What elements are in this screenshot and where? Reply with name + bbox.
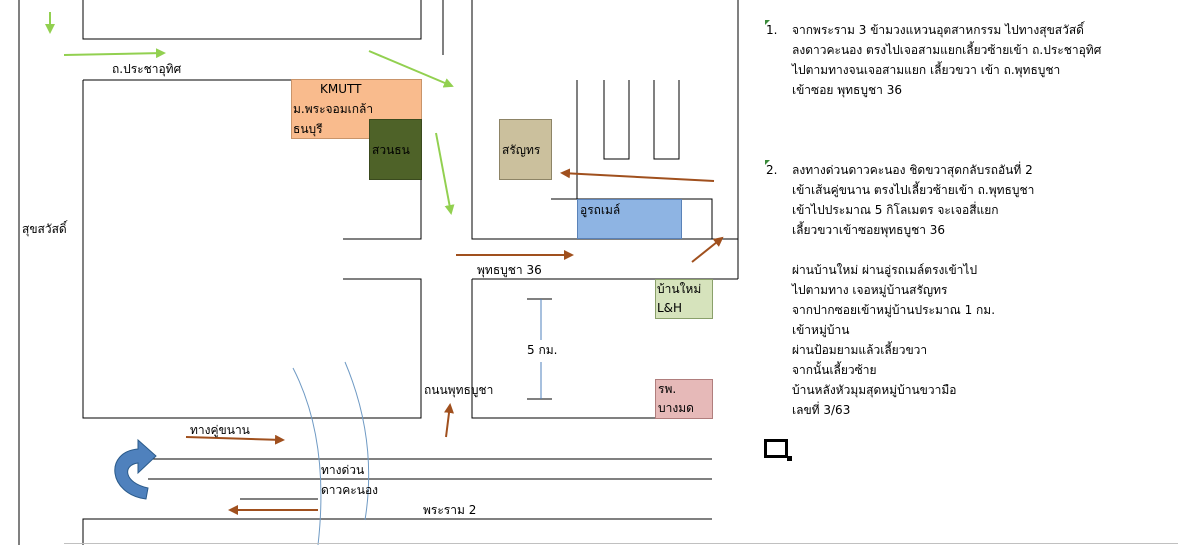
- expressway-curves: [292, 361, 370, 545]
- note-2-row-10: ผ่านป้อมยามแล้วเลี้ยวขวา: [792, 343, 928, 357]
- note-1-row-2: ลงดาวคะนอง ตรงไปเจอสามแยกเลี้ยวซ้ายเข้า …: [792, 43, 1102, 57]
- place-kmutt-line-3: ธนบุรี: [293, 122, 323, 136]
- note-2-row-11: จากนั้นเลี้ยวซ้าย: [792, 363, 877, 377]
- road-label-expressway-1: ทางด่วน: [321, 463, 365, 477]
- place-saranyathorn: สรัญทร: [499, 119, 552, 180]
- note-2-row-9: เข้าหมู่บ้าน: [792, 323, 850, 337]
- road-label-rama2: พระราม 2: [423, 503, 477, 517]
- note-2-row-1: 2. ลงทางด่วนดาวคะนอง ชิดขวาสุดกลับรถอันที…: [766, 160, 1034, 180]
- road-label-thanon-phutthabucha: ถนนพุทธบูชา: [424, 383, 494, 397]
- road-label-phutthabucha36: พุทธบูชา 36: [477, 263, 542, 277]
- place-saranyathorn-label: สรัญทร: [502, 143, 541, 157]
- note-2-row-2: เข้าเส้นคู่ขนาน ตรงไปเลี้ยวซ้ายเข้า ถ.พุ…: [792, 183, 1035, 197]
- note-2-row-4: เลี้ยวขวาเข้าซอยพุทธบูชา 36: [792, 223, 946, 237]
- route-2-arrows: [185, 168, 724, 515]
- square-corner-icon: [787, 456, 792, 461]
- place-urathmes-label: อูรถเมล์: [580, 203, 621, 217]
- note-1-row-4: เข้าซอย พุทธบูชา 36: [792, 83, 902, 97]
- directions-note-2: 2. ลงทางด่วนดาวคะนอง ชิดขวาสุดกลับรถอันที…: [766, 160, 1034, 420]
- note-2-row-8: จากปากซอยเข้าหมู่บ้านประมาณ 1 กม.: [792, 303, 996, 317]
- note-1-row-3: ไปตามทางจนเจอสามแยก เลี้ยวขวา เข้า ถ.พุท…: [792, 63, 1061, 77]
- place-suanthon: สวนธน: [369, 119, 422, 180]
- route-1-arrows: [45, 12, 455, 215]
- road-label-suksawat: สุขสวัสดิ์: [22, 222, 67, 236]
- place-urathmes: อูรถเมล์: [577, 199, 682, 239]
- place-kmutt-line-2: ม.พระจอมเกล้า: [293, 102, 374, 116]
- distance-label: 5 กม.: [527, 343, 558, 357]
- place-banmai-line-2: L&H: [657, 301, 683, 315]
- place-suanthon-label: สวนธน: [372, 143, 410, 157]
- note-1-number: 1.: [766, 23, 778, 37]
- square-marker-icon: [764, 439, 788, 458]
- note-2-number: 2.: [766, 163, 778, 177]
- place-kmutt-line-1: KMUTT: [320, 82, 362, 96]
- road-lines: [18, 0, 739, 545]
- road-label-thang-khu-khanan: ทางคู่ขนาน: [190, 423, 250, 437]
- note-1-marker-icon: [765, 20, 770, 25]
- place-hospital-line-2: บางมด: [658, 401, 694, 415]
- bottom-divider: [64, 543, 1178, 544]
- road-label-prachauthit: ถ.ประชาอุทิศ: [112, 62, 182, 76]
- note-2-row-12: บ้านหลังหัวมุมสุดหมู่บ้านขวามือ: [792, 383, 957, 397]
- note-2-row-6: ผ่านบ้านใหม่ ผ่านอู่รถเมล์ตรงเข้าไป: [792, 263, 978, 277]
- place-hospital-line-1: รพ.: [658, 382, 677, 396]
- note-2-row-3: เข้าไปประมาณ 5 กิโลเมตร จะเจอสี่แยก: [792, 203, 999, 217]
- note-2-row-7: ไปตามทาง เจอหมู่บ้านสรัญทร: [792, 283, 948, 297]
- place-hospital: รพ. บางมด: [655, 379, 713, 419]
- note-1-line: จากพระราม 3 ข้ามวงแหวนอุตสาหกรรม ไปทางสุ…: [792, 23, 1084, 37]
- note-1-row-1: 1. จากพระราม 3 ข้ามวงแหวนอุตสาหกรรม ไปทาง…: [766, 20, 1101, 40]
- road-label-expressway-2: ดาวคะนอง: [321, 483, 379, 497]
- directions-note-1: 1. จากพระราม 3 ข้ามวงแหวนอุตสาหกรรม ไปทาง…: [766, 20, 1101, 100]
- u-turn-arrow-icon: [114, 438, 157, 500]
- distance-marker: [527, 298, 552, 400]
- note-2-row-5: [766, 240, 1034, 260]
- place-banmai: บ้านใหม่ L&H: [655, 279, 713, 319]
- note-2-line: ลงทางด่วนดาวคะนอง ชิดขวาสุดกลับรถอันที่ …: [792, 163, 1033, 177]
- note-2-marker-icon: [765, 160, 770, 165]
- note-2-row-13: เลขที่ 3/63: [792, 403, 851, 417]
- place-banmai-line-1: บ้านใหม่: [657, 282, 702, 296]
